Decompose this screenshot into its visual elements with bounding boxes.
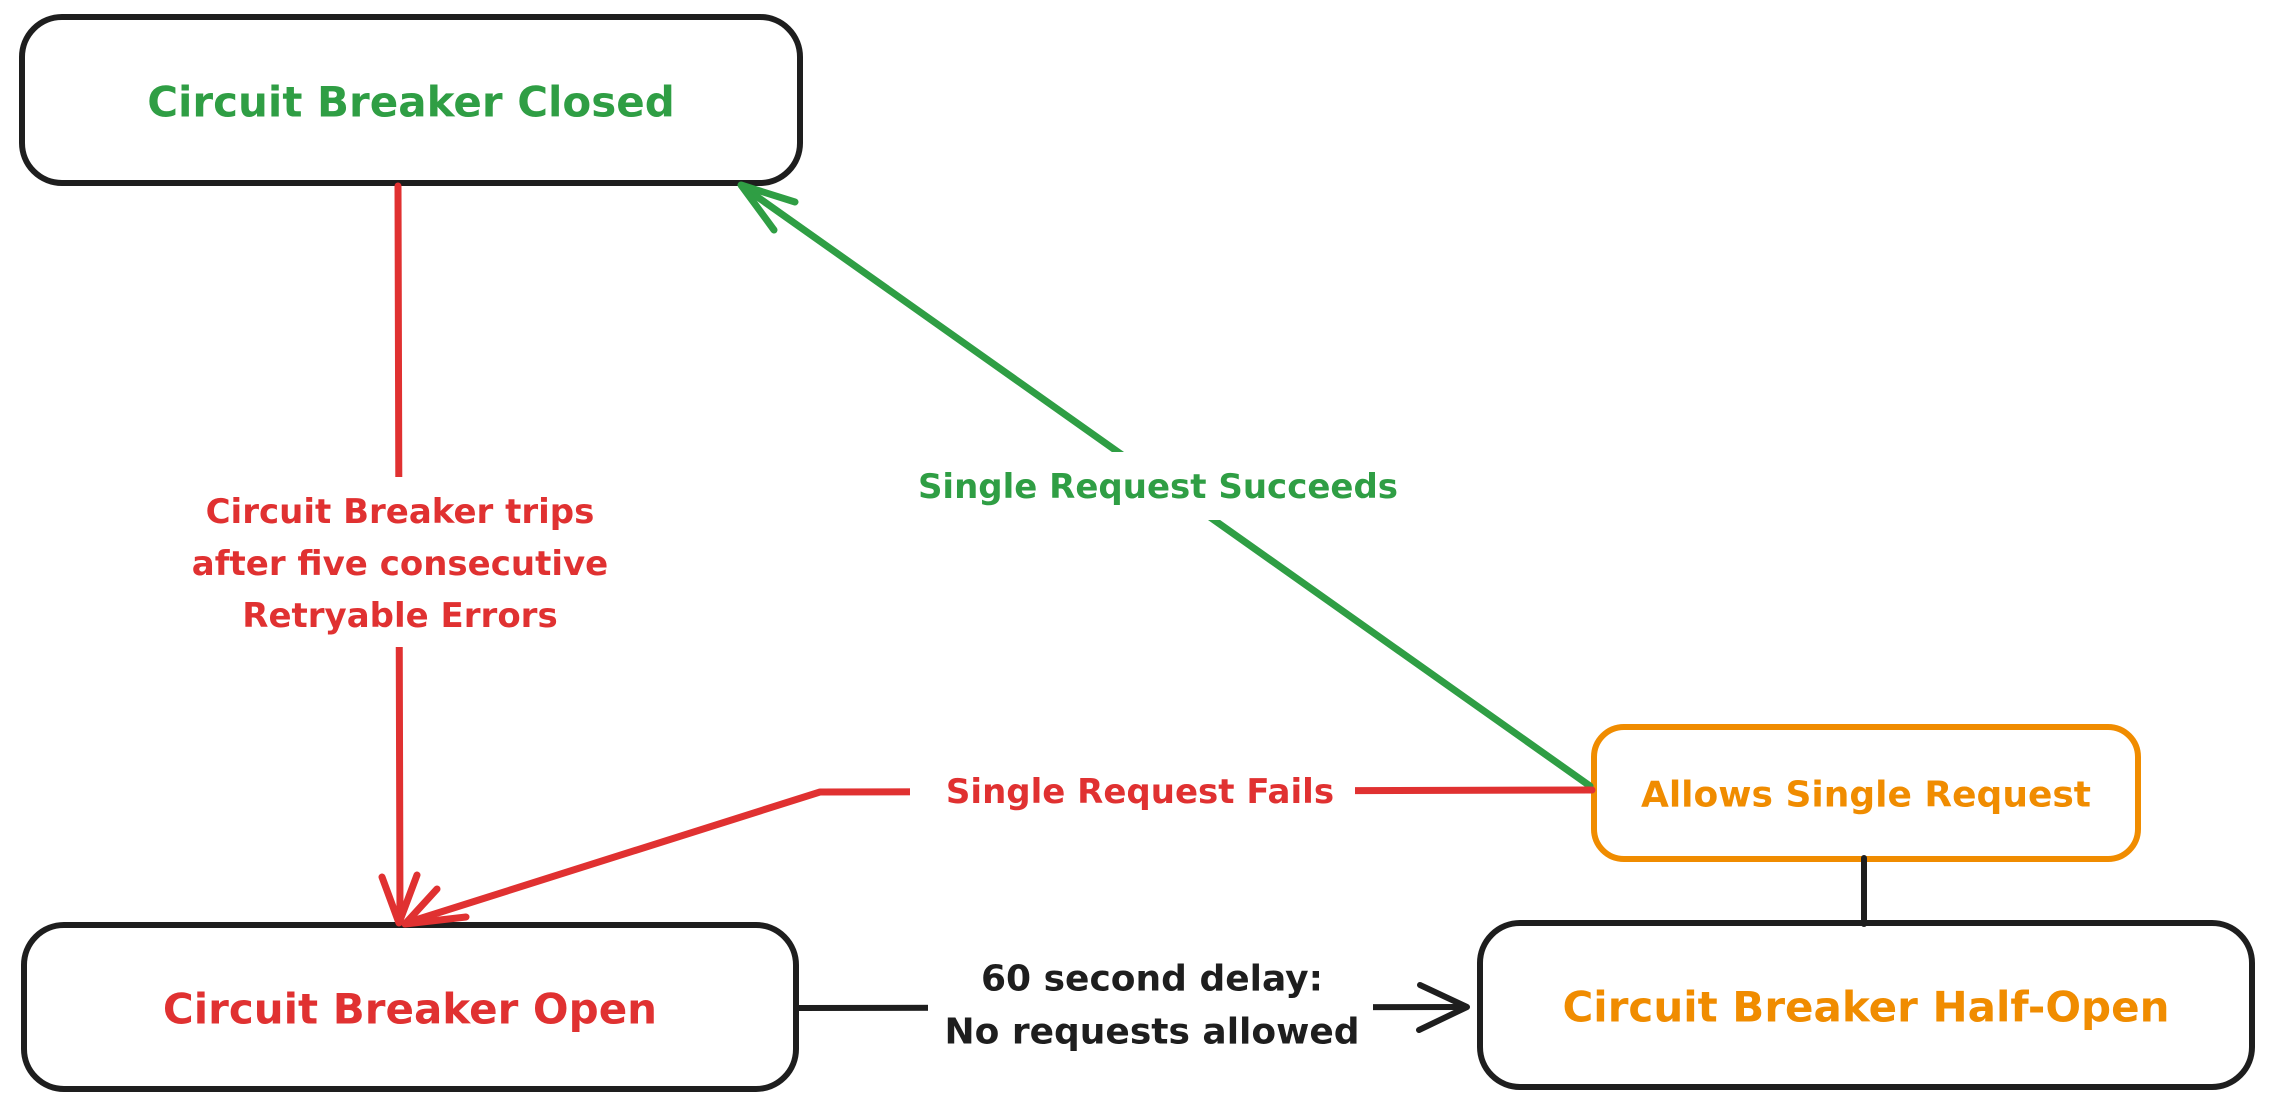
edge-delay-label: 60 second delay: No requests allowed <box>944 959 1359 1053</box>
edge-succeeds-label-mask <box>900 452 1415 520</box>
node-circuit-breaker-open: Circuit Breaker Open <box>21 922 799 1092</box>
node-allows-single-request: Allows Single Request <box>1591 724 2141 862</box>
edge-succeeds-arrowhead-icon <box>737 181 799 234</box>
node-half-open-label: Circuit Breaker Half-Open <box>1562 983 2169 1032</box>
node-circuit-breaker-closed: Circuit Breaker Closed <box>19 14 803 186</box>
edge-trips-label: Circuit Breaker trips after five consecu… <box>192 492 608 636</box>
edge-succeeds-label: Single Request Succeeds <box>918 467 1398 507</box>
node-allows-label: Allows Single Request <box>1641 775 2091 816</box>
edge-fails-label-mask <box>910 764 1355 822</box>
edge-trips-label-line-2: after five consecutive <box>192 544 608 584</box>
node-closed-label: Circuit Breaker Closed <box>147 78 675 127</box>
edge-delay-arrowhead-icon <box>1416 982 1470 1033</box>
edge-trips-label-line-3: Retryable Errors <box>242 596 557 636</box>
node-closed-box <box>19 14 803 186</box>
edge-delay-label-mask <box>928 946 1373 1058</box>
edge-trips-label-line-1: Circuit Breaker trips <box>206 492 595 532</box>
edge-delay-label-line-1: 60 second delay: <box>981 959 1323 1000</box>
edge-fails-label: Single Request Fails <box>946 772 1334 812</box>
edge-fails-arrowhead-icon <box>401 885 470 928</box>
node-circuit-breaker-half-open: Circuit Breaker Half-Open <box>1477 920 2255 1090</box>
edge-delay-label-line-2: No requests allowed <box>944 1012 1359 1053</box>
edge-trips-label-mask <box>155 477 645 647</box>
node-open-label: Circuit Breaker Open <box>163 985 657 1034</box>
edge-trips-arrowhead-icon <box>378 871 421 927</box>
